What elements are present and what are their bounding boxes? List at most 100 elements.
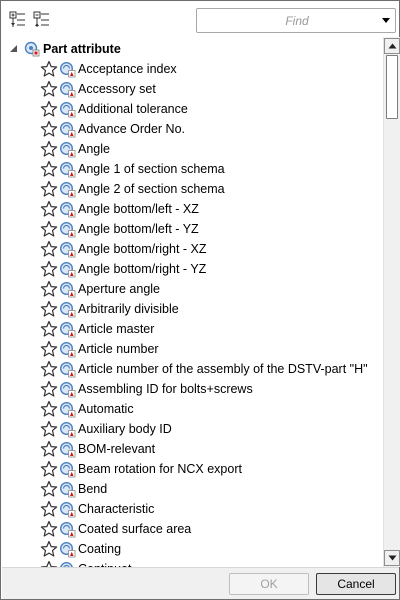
attribute-icon xyxy=(59,441,76,457)
tree-item[interactable]: Aperture angle xyxy=(40,279,380,299)
tree-collapse-icon[interactable] xyxy=(8,43,20,55)
attribute-icon xyxy=(60,561,73,567)
favorite-star-icon[interactable] xyxy=(40,240,58,258)
attribute-icon xyxy=(59,501,76,517)
favorite-star-icon[interactable] xyxy=(40,380,58,398)
tree-item[interactable]: Additional tolerance xyxy=(40,99,380,119)
tree-root-part-attribute[interactable]: Part attribute xyxy=(6,39,376,59)
favorite-star-icon[interactable] xyxy=(40,540,58,558)
tree-root-label: Part attribute xyxy=(43,42,121,56)
attribute-icon xyxy=(59,81,76,97)
attribute-icon xyxy=(59,521,76,537)
favorite-star-icon[interactable] xyxy=(40,200,58,218)
tree-item-label: Article number xyxy=(78,342,159,356)
scroll-down-button[interactable] xyxy=(384,550,400,566)
tree-item[interactable]: Bend xyxy=(40,479,380,499)
favorite-star-icon[interactable] xyxy=(40,560,58,567)
favorite-star-icon[interactable] xyxy=(40,100,58,118)
favorite-star-icon[interactable] xyxy=(40,360,58,378)
scroll-up-button[interactable] xyxy=(384,38,400,54)
vertical-scrollbar[interactable] xyxy=(383,37,400,567)
tree-item[interactable]: Coated surface area xyxy=(40,519,380,539)
favorite-star-icon[interactable] xyxy=(40,160,58,178)
favorite-star-icon[interactable] xyxy=(40,320,58,338)
favorite-star-icon[interactable] xyxy=(40,180,58,198)
tree-item[interactable]: Automatic xyxy=(40,399,380,419)
favorite-star-icon[interactable] xyxy=(40,60,58,78)
dialog-footer: OK Cancel xyxy=(2,567,399,599)
tree-item[interactable]: Assembling ID for bolts+screws xyxy=(40,379,380,399)
attribute-icon xyxy=(59,121,76,137)
tree-item-label: Advance Order No. xyxy=(78,122,185,136)
ok-button[interactable]: OK xyxy=(229,573,309,595)
attribute-group-icon xyxy=(24,41,40,57)
favorite-star-icon[interactable] xyxy=(40,520,58,538)
tree-item[interactable]: Angle bottom/right - XZ xyxy=(40,239,380,259)
tree-item[interactable]: Angle 2 of section schema xyxy=(40,179,380,199)
tree-item[interactable]: Angle xyxy=(40,139,380,159)
favorite-star-icon[interactable] xyxy=(40,480,58,498)
favorite-star-icon[interactable] xyxy=(40,80,58,98)
attribute-icon xyxy=(59,361,76,377)
expand-all-button[interactable] xyxy=(8,10,28,30)
favorite-star-icon[interactable] xyxy=(40,400,58,418)
favorite-star-icon[interactable] xyxy=(40,440,58,458)
toolbar xyxy=(2,2,398,36)
favorite-star-icon[interactable] xyxy=(40,140,58,158)
tree-item-label: Angle bottom/right - XZ xyxy=(78,242,207,256)
attribute-icon xyxy=(59,281,76,297)
tree-item[interactable]: Article number of the assembly of the DS… xyxy=(40,359,380,379)
tree-item[interactable]: Accessory set xyxy=(40,79,380,99)
tree-item[interactable]: Characteristic xyxy=(40,499,380,519)
scroll-thumb[interactable] xyxy=(386,55,398,119)
favorite-star-icon[interactable] xyxy=(40,340,58,358)
tree-item[interactable]: Continuat... xyxy=(40,559,380,567)
tree-item-label: Angle 1 of section schema xyxy=(78,162,225,176)
tree-item[interactable]: Auxiliary body ID xyxy=(40,419,380,439)
find-combobox[interactable] xyxy=(196,8,396,33)
collapse-all-icon xyxy=(33,11,49,27)
tree-item-label: Article master xyxy=(78,322,155,336)
find-input[interactable] xyxy=(199,11,375,30)
attribute-icon xyxy=(59,421,76,437)
tree-item[interactable]: Angle bottom/left - XZ xyxy=(40,199,380,219)
attribute-icon xyxy=(59,101,76,117)
favorite-star-icon[interactable] xyxy=(40,120,58,138)
tree-item[interactable]: Article number xyxy=(40,339,380,359)
favorite-star-icon[interactable] xyxy=(40,460,58,478)
tree-item-label: Additional tolerance xyxy=(78,102,188,116)
tree-item-label: Angle bottom/right - YZ xyxy=(78,262,207,276)
tree-item-label: Auxiliary body ID xyxy=(78,422,172,436)
favorite-star-icon[interactable] xyxy=(40,220,58,238)
tree-item-label: Aperture angle xyxy=(78,282,161,296)
tree-item-label: Coated surface area xyxy=(78,522,192,536)
chevron-down-icon[interactable] xyxy=(381,17,391,25)
attribute-icon xyxy=(59,141,76,157)
tree-item[interactable]: BOM-relevant xyxy=(40,439,380,459)
tree-item[interactable]: Angle bottom/right - YZ xyxy=(40,259,380,279)
favorite-star-icon[interactable] xyxy=(40,500,58,518)
attribute-icon xyxy=(59,61,76,77)
cancel-button[interactable]: Cancel xyxy=(316,573,396,595)
tree-item-label: Angle bottom/left - XZ xyxy=(78,202,199,216)
tree-item[interactable]: Acceptance index xyxy=(40,59,380,79)
tree-item[interactable]: Arbitrarily divisible xyxy=(40,299,380,319)
tree-item[interactable]: Advance Order No. xyxy=(40,119,380,139)
arrow-down-icon xyxy=(388,555,397,561)
tree-item[interactable]: Beam rotation for NCX export xyxy=(40,459,380,479)
attribute-icon xyxy=(59,321,76,337)
tree-item[interactable]: Angle 1 of section schema xyxy=(40,159,380,179)
tree-item[interactable]: Article master xyxy=(40,319,380,339)
favorite-star-icon[interactable] xyxy=(40,420,58,438)
tree-item-label: Bend xyxy=(78,482,108,496)
favorite-star-icon[interactable] xyxy=(40,260,58,278)
collapse-all-button[interactable] xyxy=(32,10,52,30)
attribute-icon xyxy=(59,401,76,417)
tree-item[interactable]: Coating xyxy=(40,539,380,559)
favorite-star-icon[interactable] xyxy=(40,300,58,318)
favorite-star-icon[interactable] xyxy=(40,280,58,298)
attribute-icon xyxy=(59,201,76,217)
tree-item[interactable]: Angle bottom/left - YZ xyxy=(40,219,380,239)
